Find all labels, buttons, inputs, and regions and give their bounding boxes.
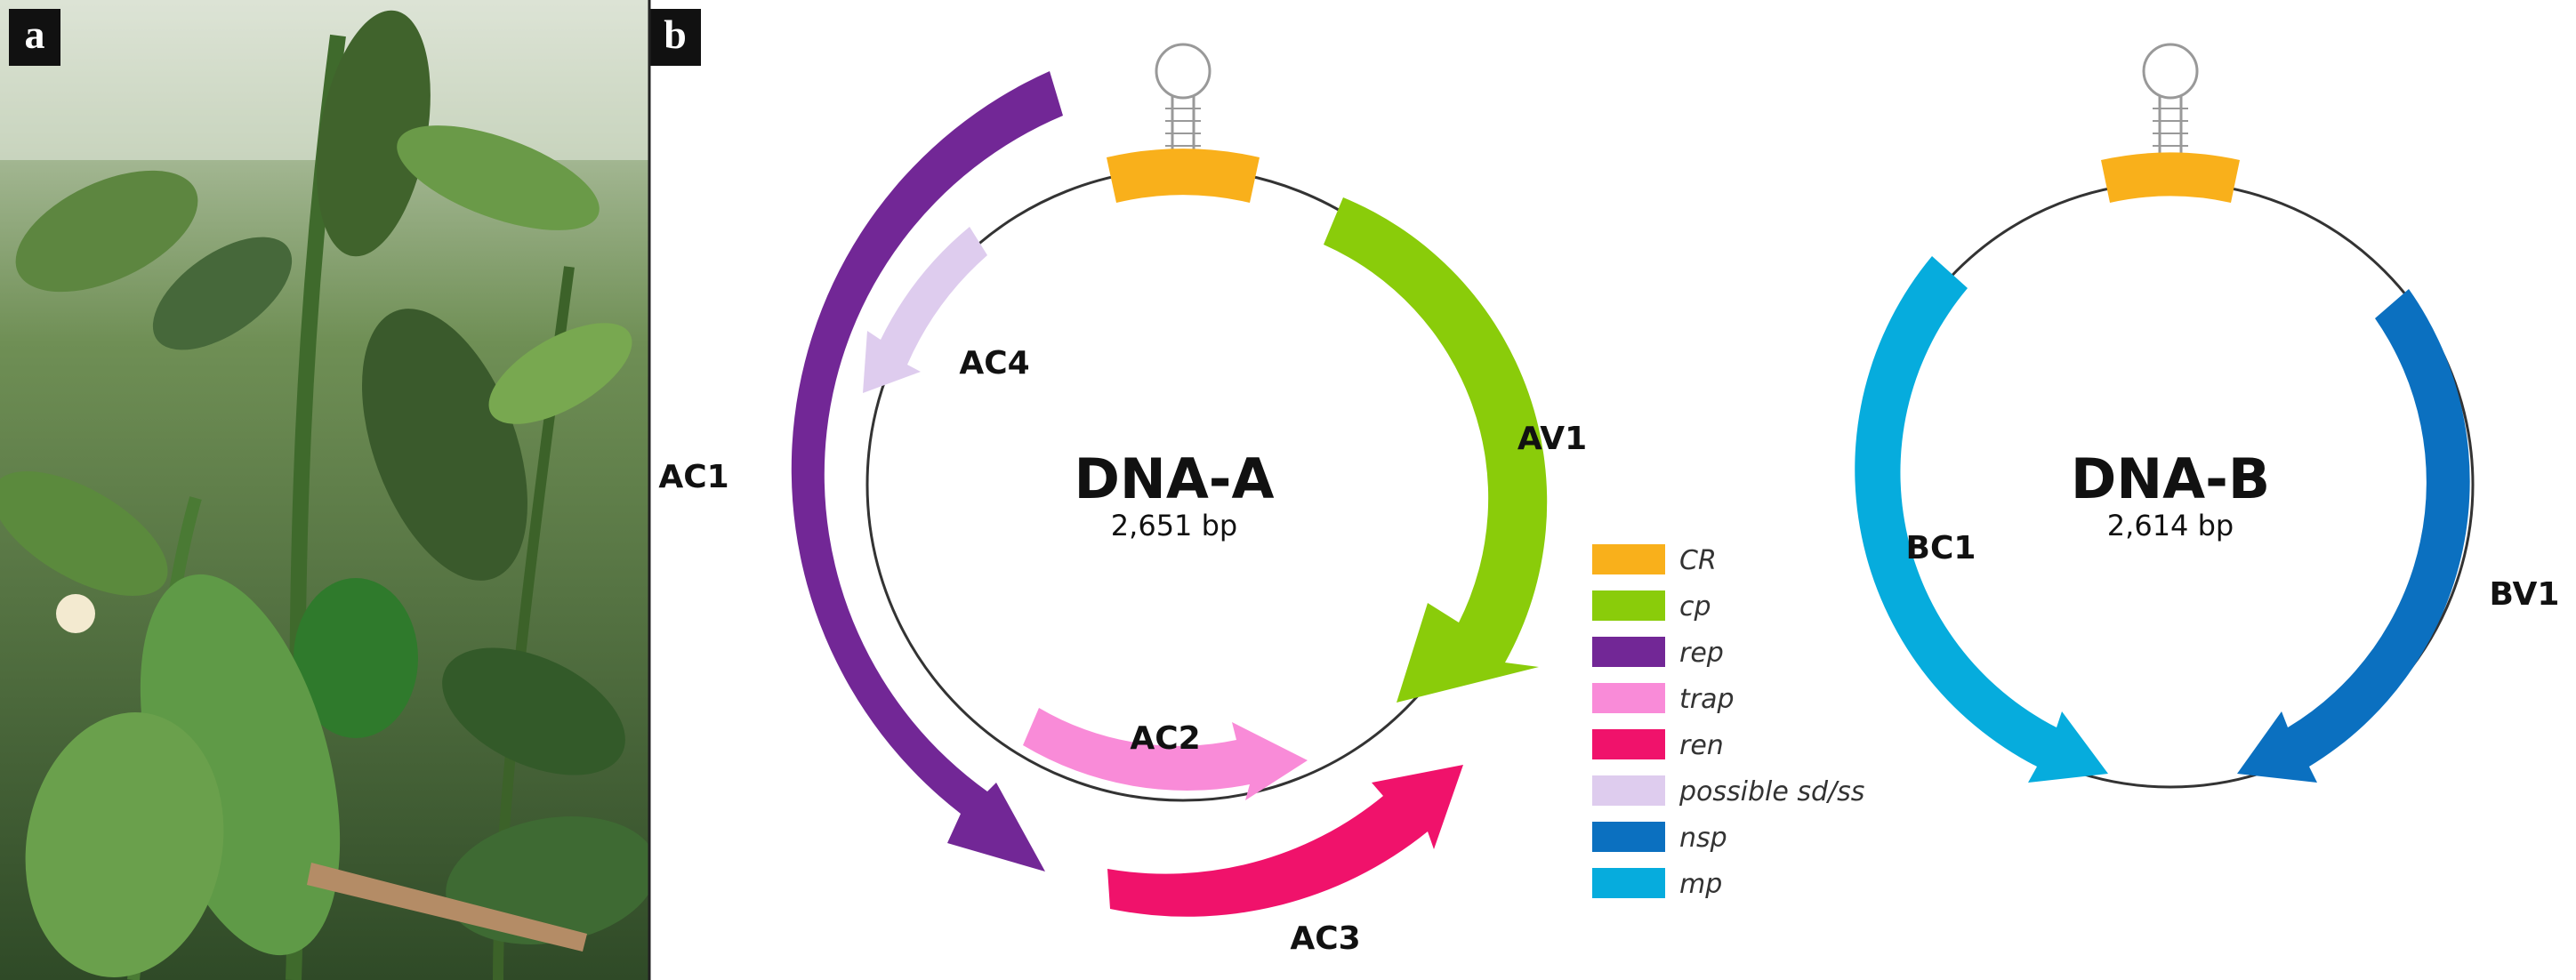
legend-swatch-rep (1592, 637, 1665, 667)
legend-swatch-mp (1592, 868, 1665, 898)
dna-a-map: DNA-A 2,651 bp AC1 AC4 AV1 AC2 AC3 (658, 43, 1587, 957)
ac3-label: AC3 (1290, 920, 1360, 957)
legend-swatch-nsp (1592, 822, 1665, 852)
cr-region-b (2101, 152, 2240, 203)
legend-label-cr: CR (1679, 545, 1717, 576)
ac1-label: AC1 (658, 459, 729, 495)
ac2-arrow (1023, 708, 1308, 800)
dna-b-title: DNA-B (2071, 446, 2270, 511)
legend-label-rep: rep (1679, 638, 1724, 669)
ac1-arrow (791, 71, 1063, 872)
bc1-arrow (1855, 256, 2108, 783)
bv1-label: BV1 (2490, 576, 2560, 613)
legend-label-trap: trap (1679, 684, 1735, 715)
legend-swatch-sd-ss (1592, 775, 1665, 806)
bc1-label: BC1 (1906, 530, 1976, 566)
legend-swatch-cr (1592, 544, 1665, 574)
legend-label-ren: ren (1679, 730, 1724, 761)
ac4-arrow (863, 227, 987, 393)
panel-b-badge: b (649, 9, 701, 66)
ac2-label: AC2 (1130, 720, 1200, 757)
dna-a-size: 2,651 bp (1111, 509, 1237, 542)
av1-label: AV1 (1517, 421, 1587, 457)
legend-label-nsp: nsp (1679, 823, 1727, 854)
legend-label-cp: cp (1679, 591, 1711, 623)
legend-swatch-cp (1592, 590, 1665, 621)
ac3-arrow (1107, 765, 1463, 917)
stem-loop-b (2142, 43, 2199, 100)
dna-b-size: 2,614 bp (2107, 509, 2234, 542)
cr-region-a (1107, 149, 1260, 203)
stem-loop-a (1155, 43, 1212, 100)
bv1-arrow (2237, 289, 2470, 783)
dna-a-title: DNA-A (1074, 446, 1274, 511)
legend-swatch-ren (1592, 729, 1665, 759)
plant-photo (0, 0, 649, 980)
panel-a-badge: a (9, 9, 60, 66)
legend-label-sd-ss: possible sd/ss (1678, 776, 1864, 807)
dna-b-map: DNA-B 2,614 bp BC1 BV1 (1855, 43, 2560, 789)
legend: CR cp rep trap ren possible sd/ss nsp mp (1592, 544, 1864, 900)
legend-label-mp: mp (1679, 869, 1722, 900)
legend-swatch-trap (1592, 683, 1665, 713)
av1-arrow (1324, 197, 1548, 703)
ac4-label: AC4 (959, 345, 1029, 382)
